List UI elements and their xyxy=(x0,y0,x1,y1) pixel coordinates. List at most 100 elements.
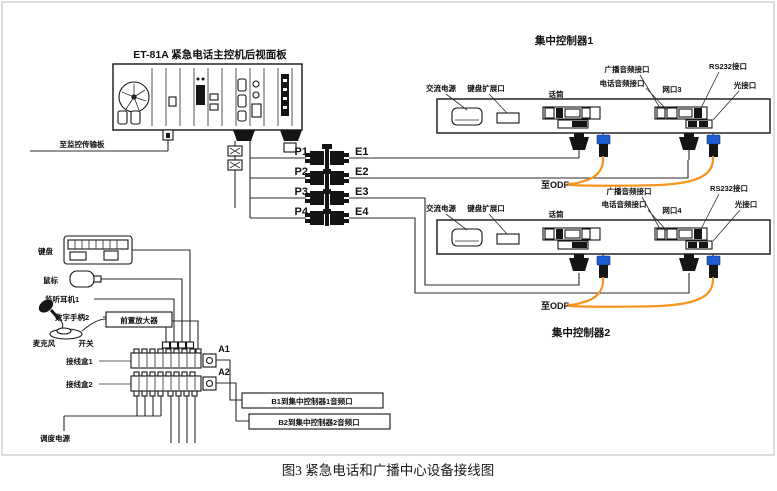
controller1-fiber-cable-2 xyxy=(568,155,715,187)
controller1-ac-label: 交流电源 xyxy=(426,83,456,93)
controller1-audio-plug-1 xyxy=(569,133,589,158)
terminal-a1-label: A1 xyxy=(218,344,230,354)
controller1-fiber-cable-1 xyxy=(566,155,605,186)
controller1-netport-label: 网口3 xyxy=(662,85,681,94)
controller2-netport-label: 网口4 xyxy=(662,206,682,215)
strip-input-connectors xyxy=(161,341,195,349)
controller2-broadcast-audio-label: 广播音频接口 xyxy=(607,186,652,196)
mic-cable xyxy=(81,318,107,332)
controller2-io-port-group xyxy=(654,227,713,250)
patch-rail xyxy=(325,146,329,226)
p-bus-wires xyxy=(249,141,306,219)
rack-port-left-1 xyxy=(117,110,128,125)
controller2-title: 集中控制器2 xyxy=(551,326,610,339)
keyboard-label: 键盘 xyxy=(37,246,53,256)
e-line-label-2: E2 xyxy=(355,166,368,178)
controller1-keyboard-ext-port xyxy=(496,112,520,124)
mic-switch-label: 开关 xyxy=(79,338,94,348)
monitor-link-wire xyxy=(30,140,169,152)
controller1-kbext-label: 键盘扩展口 xyxy=(466,83,505,93)
rack-slots xyxy=(151,68,293,126)
p-port-label-2: P2 xyxy=(295,166,308,178)
a1-to-b1-wire xyxy=(216,359,242,401)
keyboard-wire xyxy=(132,249,191,342)
mouse-wire xyxy=(101,278,183,342)
patch-column: P1 P2 P3 P4 E1 E2 E3 E4 xyxy=(249,141,690,294)
patch-row-2 xyxy=(305,171,349,185)
rack-bottom-connector-1 xyxy=(233,130,255,141)
controller1-rs232-label: RS232接口 xyxy=(709,61,747,71)
controller1-title: 集中控制器1 xyxy=(534,34,593,47)
controller2-fiber-plug-2 xyxy=(706,254,721,278)
controller2-optical-label: 光接口 xyxy=(734,199,758,209)
e4-wire xyxy=(349,217,690,294)
controller1-audio-plug-2 xyxy=(679,133,699,160)
e3-wire xyxy=(349,197,580,286)
controller2-rs232-label: RS232接口 xyxy=(710,183,748,193)
terminal-strip-2 xyxy=(130,371,217,397)
fan-icon xyxy=(118,81,150,113)
controller2-mic-port-group xyxy=(542,227,601,250)
figure-caption: 图3 紧急电话和广播中心设备接线图 xyxy=(282,462,495,478)
controller2-ac-inlet xyxy=(451,228,483,247)
controller1-fiber-plug-1 xyxy=(596,133,611,157)
controller1-optical-label: 光接口 xyxy=(733,80,757,90)
controller2-fiber-cable-2 xyxy=(568,276,715,308)
line-drops xyxy=(170,396,196,443)
junction-box1-label: 接线盒1 xyxy=(66,356,93,366)
headset-label: 监听耳机1 xyxy=(45,294,79,304)
controller1-broadcast-audio-label: 广播音频接口 xyxy=(605,64,650,74)
main-control-unit: ET-81A 紧急电话主控机后视面板 xyxy=(30,48,303,208)
patch-row-1 xyxy=(305,151,349,165)
preamp-wire xyxy=(172,320,199,349)
p-port-label-4: P4 xyxy=(295,206,309,218)
controller2-ac-label: 交流电源 xyxy=(426,203,456,213)
controller2-odf-label: 至ODF xyxy=(541,301,570,311)
controller1-chassis xyxy=(436,98,771,134)
controller-2: 交流电源 键盘扩展口 话筒 广播音频接口 电话音频接口 RS232接口 网口4 … xyxy=(426,183,771,339)
junction-box2-label: 接线盒2 xyxy=(66,379,93,389)
controller2-leader-lines xyxy=(445,193,741,242)
microphone-label: 麦克风 xyxy=(33,338,56,348)
controller2-audio-plug-2 xyxy=(679,254,699,271)
controller2-keyboard-ext-port xyxy=(496,233,520,245)
controller2-mic-label: 话筒 xyxy=(549,209,564,219)
controller1-io-port-group xyxy=(654,106,713,129)
controller2-chassis xyxy=(436,219,771,255)
patch-row-4 xyxy=(305,211,349,225)
p-port-label-1: P1 xyxy=(295,146,308,158)
monitor-link-label: 至监控传输板 xyxy=(60,139,105,149)
mouse xyxy=(69,270,102,288)
patch-row-3 xyxy=(305,191,349,205)
controller1-phone-audio-label: 电话音频接口 xyxy=(600,78,645,88)
controller2-fiber-cable-1 xyxy=(566,276,605,307)
rack-bottom-connector-2 xyxy=(280,130,302,141)
b2-link-label: B2到集中控制器2音频口 xyxy=(278,417,359,427)
microphone-icon xyxy=(38,299,83,340)
e-line-label-3: E3 xyxy=(355,186,368,198)
controller1-fiber-plug-2 xyxy=(706,133,721,157)
hanging-cable xyxy=(227,141,243,208)
rack-slot-modules xyxy=(168,74,289,122)
preamp-label: 前置放大器 xyxy=(120,315,158,325)
dispatch-power-wires xyxy=(63,396,162,431)
diagram-frame xyxy=(1,1,775,456)
rack-bottom-plug-small xyxy=(283,142,297,153)
mouse-label: 鼠标 xyxy=(43,275,58,285)
main-unit-title: ET-81A 紧急电话主控机后视面板 xyxy=(133,48,287,61)
dispatch-power-label: 调度电源 xyxy=(40,433,70,443)
e2-wire xyxy=(349,160,689,179)
e-line-label-4: E4 xyxy=(355,206,369,218)
controller1-ac-inlet xyxy=(451,107,483,126)
a2-to-b2-wire xyxy=(216,382,249,422)
controller1-mic-label: 话筒 xyxy=(549,89,564,99)
handset-label: 数字手柄2 xyxy=(55,312,89,322)
peripherals: 键盘 鼠标 监听耳机1 数字手柄2 麦克风 开关 前置放大器 xyxy=(33,235,391,443)
controller2-kbext-label: 键盘扩展口 xyxy=(466,203,505,213)
terminal-strip-1 xyxy=(130,348,217,369)
controller2-phone-audio-label: 电话音频接口 xyxy=(602,199,647,209)
controller1-odf-label: 至ODF xyxy=(541,180,570,190)
controller2-fiber-plug-1 xyxy=(596,254,611,278)
preamp-box xyxy=(105,311,173,328)
